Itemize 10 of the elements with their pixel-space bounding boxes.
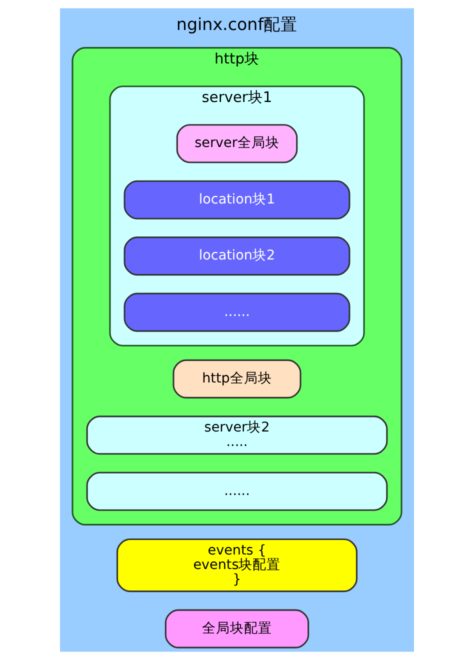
node-box: ...... (86, 472, 388, 511)
node-box: location块2 (124, 236, 350, 276)
node-box: 全局块配置 (164, 609, 310, 648)
node-box: server块2 ..... (86, 416, 388, 455)
node-box: location块1 (124, 180, 350, 220)
node-box: ...... (124, 292, 350, 332)
node-box: http全局块 (172, 359, 302, 398)
diagram-title: nginx.conf配置 (176, 14, 298, 34)
node-box: server全局块 (176, 124, 298, 164)
node-box: events { events块配置 } (116, 538, 358, 592)
